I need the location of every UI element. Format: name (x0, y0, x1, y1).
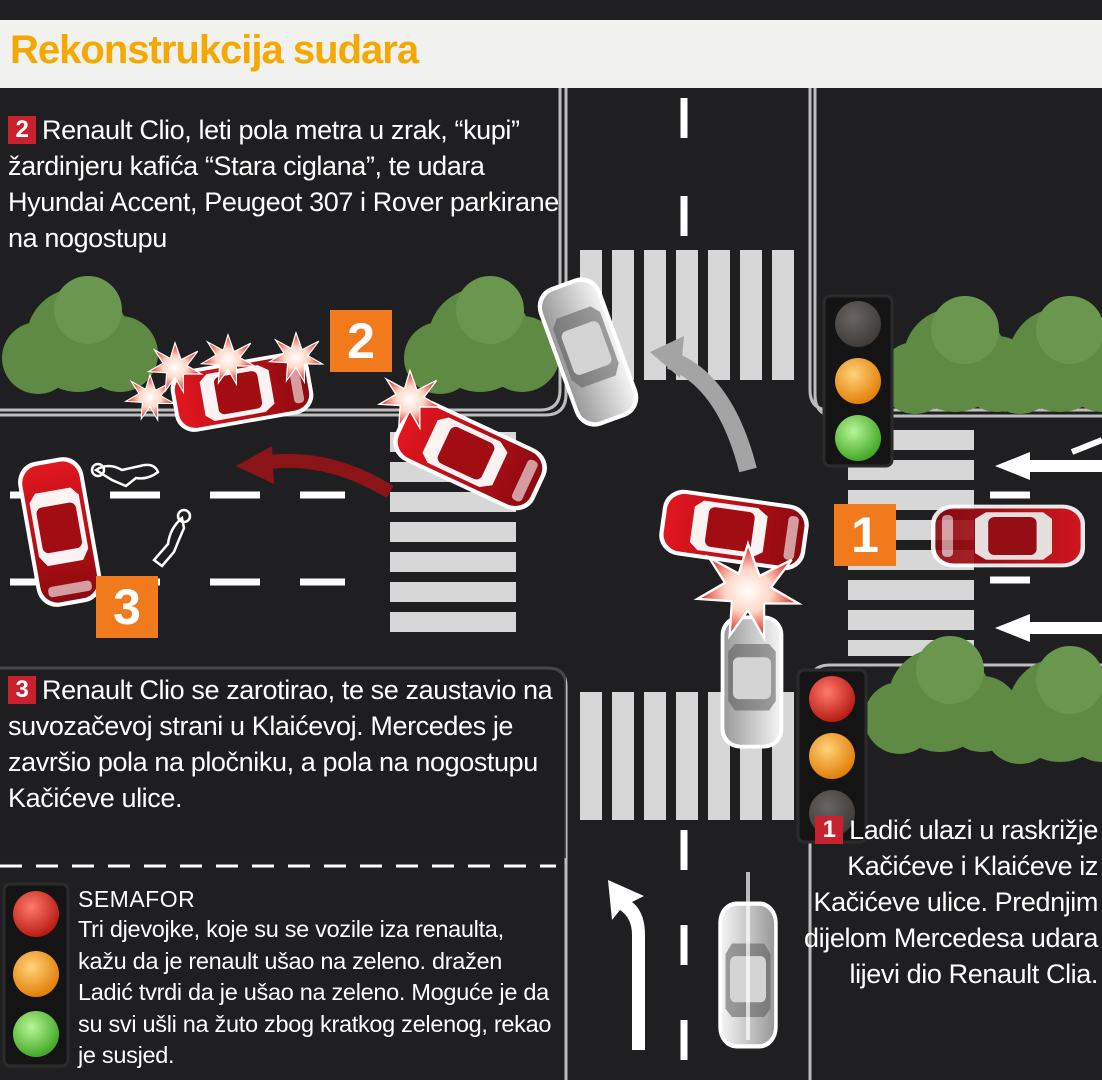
semafor-title: SEMAFOR (78, 886, 196, 912)
step-3-text: Renault Clio se zarotirao, te se zaustav… (8, 675, 553, 813)
badge-step-2: 2 (330, 310, 392, 372)
traffic-light-icon (822, 294, 894, 468)
badge-step-1-number: 1 (851, 507, 879, 563)
path-arrow-red-car (269, 453, 394, 498)
path-arrow-white-car (666, 351, 757, 473)
step-1-number: 1 (815, 816, 844, 844)
intersection-scene (0, 88, 1102, 1080)
traffic-light-icon (2, 882, 70, 1068)
badge-step-3-number: 3 (113, 579, 141, 635)
header-bar: Rekonstrukcija sudara (0, 20, 1102, 88)
step-3-number: 3 (8, 676, 36, 704)
crosswalk-bottom (580, 692, 794, 820)
page-title: Rekonstrukcija sudara (10, 28, 419, 72)
step-2-number: 2 (8, 116, 36, 144)
semafor-note: SEMAFOR Tri djevojke, koje su se vozile … (78, 884, 558, 1072)
text-panel (0, 662, 566, 858)
path-arrow-red-car-head (236, 446, 274, 484)
lane-arrow-icon (608, 437, 1102, 1050)
semafor-text: Tri djevojke, koje su se vozile iza rena… (78, 916, 552, 1068)
badge-step-3: 3 (96, 576, 158, 638)
path-arrow-white-car-head (650, 336, 684, 378)
step-1-text: Ladić ulazi u raskrižje Kačićeve i Klaić… (804, 815, 1098, 989)
badge-step-2-number: 2 (347, 313, 375, 369)
body-outline-icon (90, 462, 192, 568)
badge-step-1: 1 (834, 504, 896, 566)
step-2-text: Renault Clio, leti pola metra u zrak, “k… (8, 115, 559, 253)
